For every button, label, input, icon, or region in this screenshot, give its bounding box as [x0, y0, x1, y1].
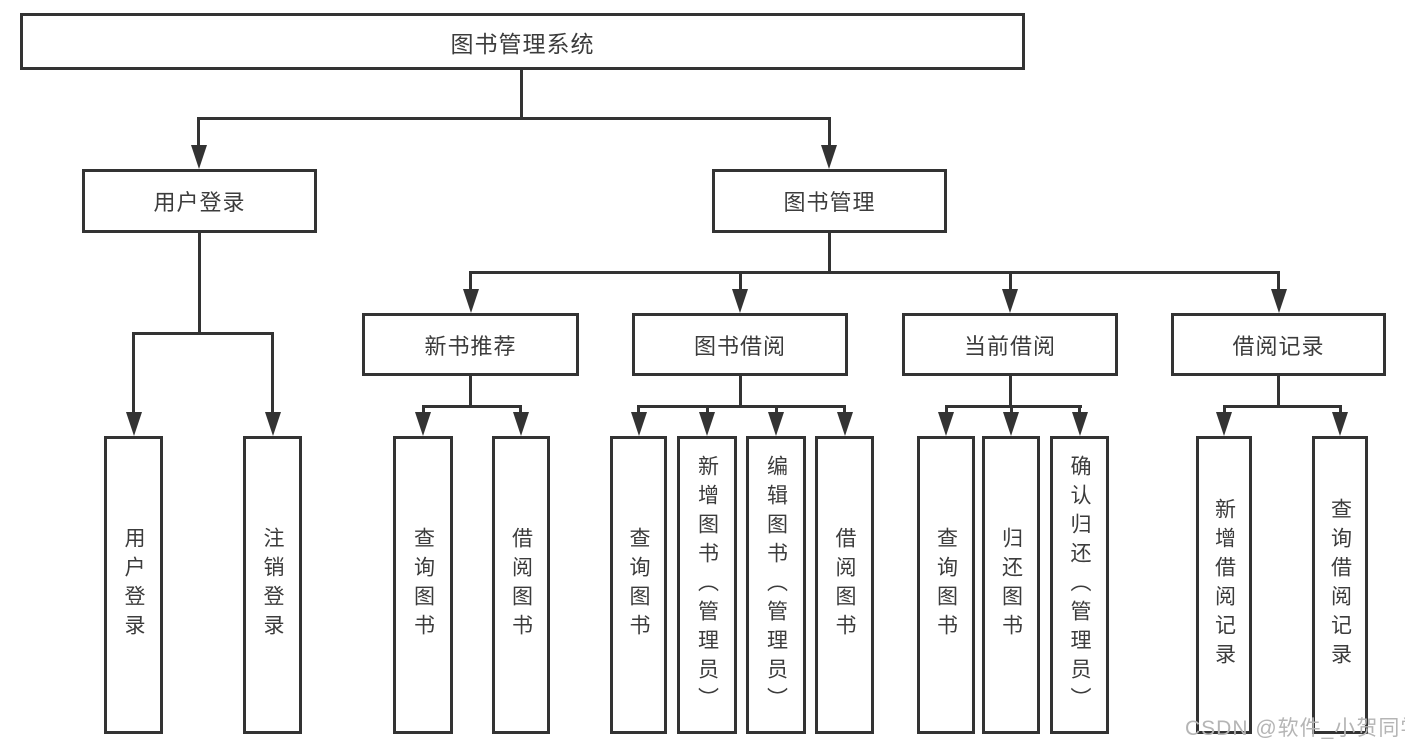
connector-userlogin-vline: [198, 233, 201, 334]
node-leaf-return-books: 归还图书: [982, 436, 1040, 734]
connector-stem: [775, 405, 778, 414]
arrow-down-icon: [415, 412, 431, 436]
connector-root-hline: [197, 117, 831, 120]
connector-stem: [519, 405, 522, 414]
node-leaf-borrow-books-borrow: 借阅图书: [815, 436, 874, 734]
arrow-down-icon: [1072, 412, 1088, 436]
connector-vline: [739, 376, 742, 407]
arrow-down-icon: [1216, 412, 1232, 436]
connector-vline: [469, 376, 472, 407]
arrow-down-icon: [837, 412, 853, 436]
arrow-down-icon: [1002, 289, 1018, 313]
node-leaf-query-books-recommend: 查询图书: [393, 436, 453, 734]
node-leaf-add-borrow-record: 新增借阅记录: [1196, 436, 1252, 734]
connector-stem: [637, 405, 640, 414]
connector-stem: [197, 117, 200, 145]
arrow-down-icon: [631, 412, 647, 436]
arrow-down-icon: [1332, 412, 1348, 436]
node-label: 归还图书: [999, 527, 1023, 643]
node-label: 借阅图书: [833, 527, 856, 643]
arrow-down-icon: [513, 412, 529, 436]
arrow-down-icon: [265, 412, 281, 436]
connector-bookmgmt-hline: [469, 271, 1280, 274]
connector-vline: [1009, 376, 1012, 407]
connector-stem: [1009, 271, 1012, 291]
connector-stem: [739, 271, 742, 291]
connector-hline: [1223, 405, 1342, 408]
connector-root-vline: [520, 70, 523, 118]
node-current-borrow: 当前借阅: [902, 313, 1118, 376]
arrow-down-icon: [732, 289, 748, 313]
connector-stem: [422, 405, 425, 414]
node-label: 查询借阅记录: [1328, 498, 1352, 672]
node-book-management: 图书管理: [712, 169, 947, 233]
connector-hline: [422, 405, 522, 408]
arrow-down-icon: [699, 412, 715, 436]
node-borrow-records: 借阅记录: [1171, 313, 1386, 376]
connector-stem: [1078, 405, 1081, 414]
arrow-down-icon: [821, 145, 837, 169]
connector-stem: [132, 332, 135, 412]
connector-hline: [637, 405, 846, 408]
node-leaf-logout: 注销登录: [243, 436, 302, 734]
node-label: 查询图书: [627, 527, 650, 643]
arrow-down-icon: [463, 289, 479, 313]
connector-bookmgmt-vline: [828, 233, 831, 273]
connector-stem: [1010, 405, 1013, 414]
node-root: 图书管理系统: [20, 13, 1025, 70]
connector-stem: [271, 332, 274, 412]
connector-stem: [828, 117, 831, 145]
node-book-borrow: 图书借阅: [632, 313, 848, 376]
node-label: 新增借阅记录: [1212, 498, 1236, 672]
arrow-down-icon: [1271, 289, 1287, 313]
node-leaf-query-borrow-record: 查询借阅记录: [1312, 436, 1368, 734]
arrow-down-icon: [126, 412, 142, 436]
node-leaf-query-books-borrow: 查询图书: [610, 436, 667, 734]
connector-hline: [945, 405, 1082, 408]
connector-userlogin-hline: [132, 332, 274, 335]
node-label: 用户登录: [122, 527, 145, 643]
connector-stem: [1339, 405, 1342, 414]
connector-stem: [843, 405, 846, 414]
connector-stem: [469, 271, 472, 291]
node-leaf-add-book-admin: 新增图书（管理员）: [677, 436, 737, 734]
connector-stem: [945, 405, 948, 414]
node-label: 借阅图书: [509, 527, 533, 643]
arrow-down-icon: [1003, 412, 1019, 436]
node-leaf-edit-book-admin: 编辑图书（管理员）: [746, 436, 806, 734]
connector-stem: [706, 405, 709, 414]
node-leaf-query-books-current: 查询图书: [917, 436, 975, 734]
node-label: 查询图书: [411, 527, 435, 643]
node-label: 确认归还（管理员）: [1068, 454, 1091, 716]
connector-vline: [1277, 376, 1280, 407]
node-leaf-user-login: 用户登录: [104, 436, 163, 734]
arrow-down-icon: [191, 145, 207, 169]
arrow-down-icon: [938, 412, 954, 436]
node-label: 查询图书: [934, 527, 958, 643]
connector-stem: [1277, 271, 1280, 291]
node-new-book-recommend: 新书推荐: [362, 313, 579, 376]
node-label: 新增图书（管理员）: [695, 454, 719, 716]
connector-stem: [1223, 405, 1226, 414]
node-label: 注销登录: [261, 527, 284, 643]
arrow-down-icon: [768, 412, 784, 436]
node-leaf-confirm-return-admin: 确认归还（管理员）: [1050, 436, 1109, 734]
node-leaf-borrow-books-recommend: 借阅图书: [492, 436, 550, 734]
node-label: 编辑图书（管理员）: [764, 454, 788, 716]
watermark: CSDN @软件_小贺同学: [1185, 717, 1405, 740]
node-user-login: 用户登录: [82, 169, 317, 233]
